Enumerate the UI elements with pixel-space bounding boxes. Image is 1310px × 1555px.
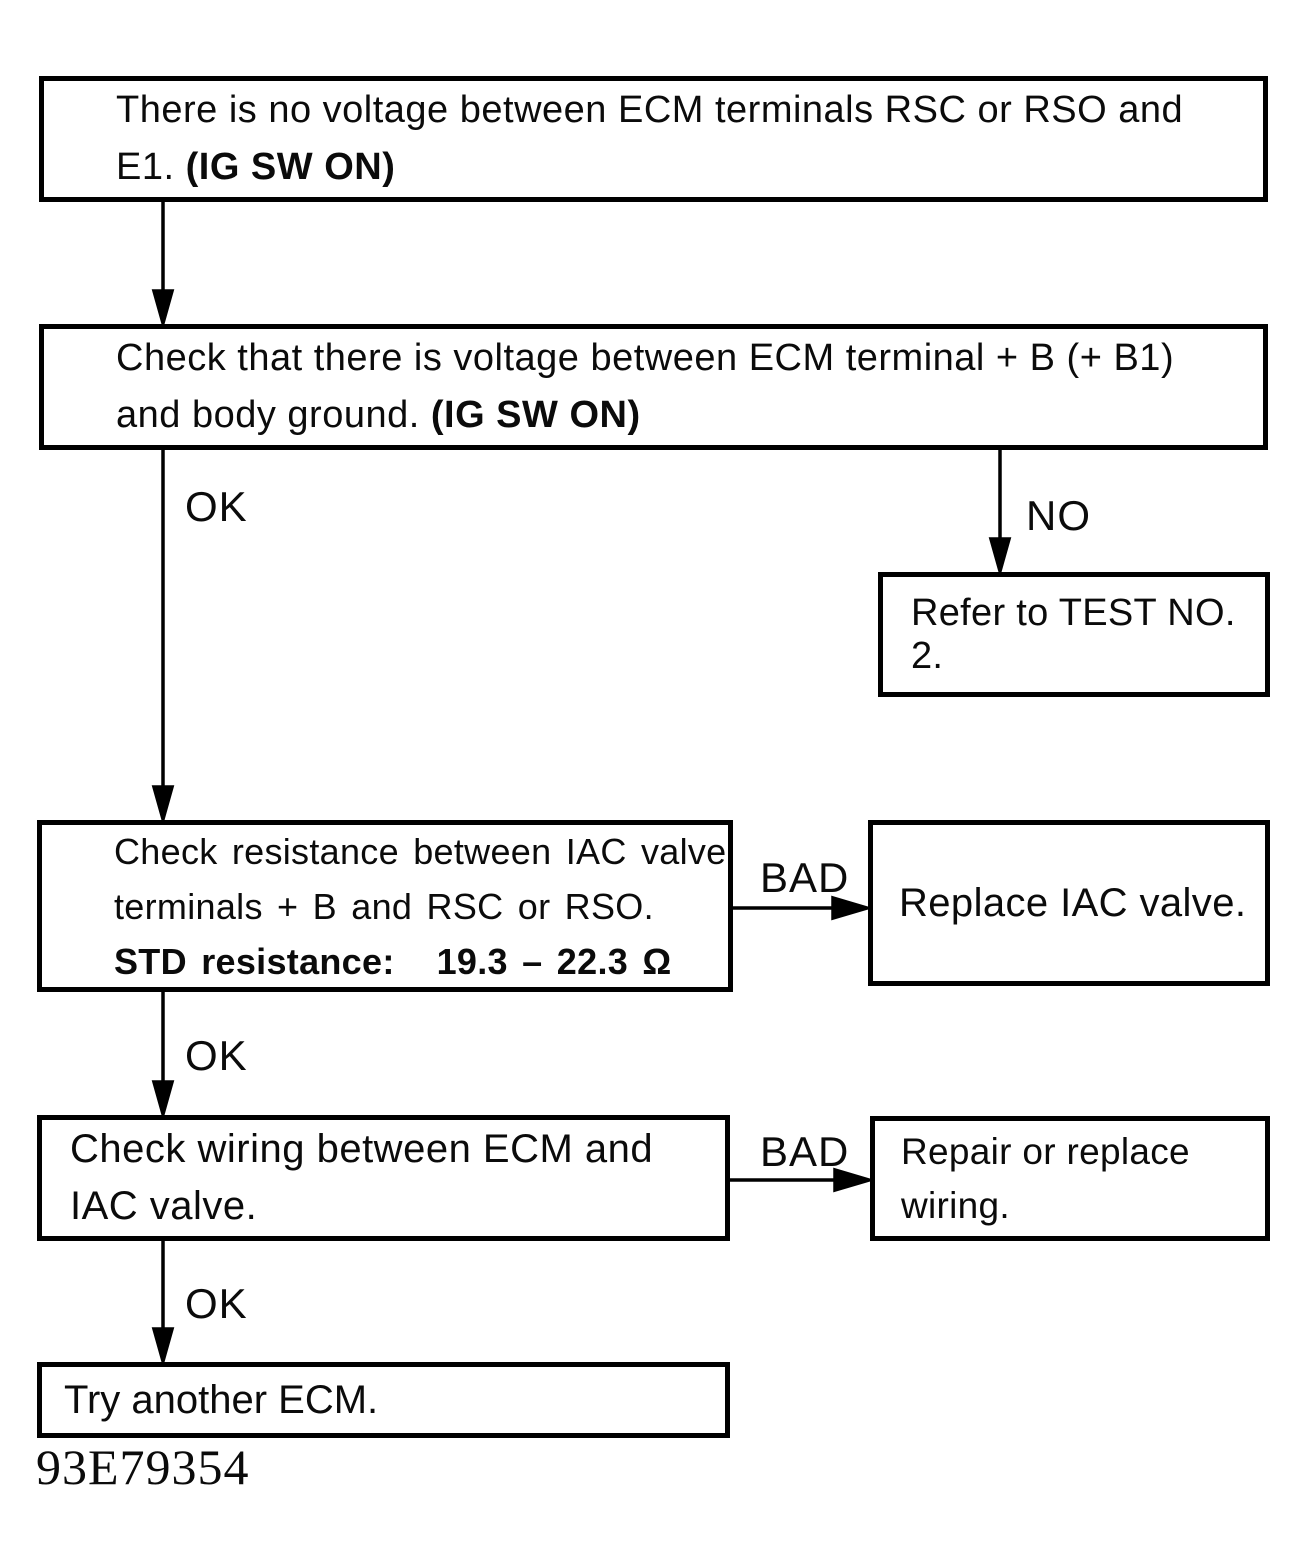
box-text-line: Check that there is voltage between ECM … bbox=[116, 337, 1175, 379]
box-text-line: Replace IAC valve. bbox=[899, 880, 1247, 925]
arrowhead-right-icon bbox=[831, 895, 874, 921]
flow-box-check-wiring: Check wiring between ECM and IAC valve. bbox=[37, 1115, 730, 1241]
box-text-line: Refer to TEST NO. 2. bbox=[911, 591, 1236, 677]
box-text-line: E1. (IG SW ON) bbox=[116, 146, 396, 188]
flow-box-check-voltage: Check that there is voltage between ECM … bbox=[39, 324, 1268, 450]
flow-box-refer-test: Refer to TEST NO. 2. bbox=[878, 572, 1270, 697]
edge-label-bad-2: BAD bbox=[760, 1128, 850, 1175]
box-text-line: Repair or replace bbox=[901, 1130, 1190, 1172]
box-text-line: Try another ECM. bbox=[64, 1377, 379, 1422]
box-text-line: Check resistance between IAC valve bbox=[114, 830, 727, 872]
edge-label-ok-3: OK bbox=[185, 1280, 248, 1327]
arrowhead-right-icon bbox=[833, 1167, 876, 1193]
std-resistance-line: STD resistance:19.3 – 22.3 Ω bbox=[114, 940, 672, 982]
flow-box-repair-wiring: Repair or replace wiring. bbox=[870, 1116, 1270, 1241]
flow-box-try-ecm: Try another ECM. bbox=[37, 1362, 730, 1438]
box-text-line: and body ground. (IG SW ON) bbox=[116, 394, 641, 436]
box-text-line: Check wiring between ECM and bbox=[70, 1127, 654, 1171]
arrowhead-down-icon bbox=[151, 1080, 175, 1121]
flow-box-replace-iac: Replace IAC valve. bbox=[868, 820, 1270, 986]
arrowhead-down-icon bbox=[151, 289, 175, 330]
arrowhead-down-icon bbox=[151, 1327, 175, 1368]
flow-box-check-resistance: Check resistance between IAC valve termi… bbox=[37, 820, 733, 992]
edge-label-ok-2: OK bbox=[185, 1032, 248, 1079]
box-text-line: There is no voltage between ECM terminal… bbox=[116, 89, 1184, 131]
edge-label-no: NO bbox=[1026, 492, 1091, 539]
arrowhead-down-icon bbox=[988, 537, 1012, 578]
edge-label-bad-1: BAD bbox=[760, 854, 850, 901]
arrowhead-down-icon bbox=[151, 785, 175, 826]
edge-label-ok-1: OK bbox=[185, 483, 248, 530]
box-text-line: wiring. bbox=[901, 1184, 1011, 1226]
figure-code: 93E79354 bbox=[36, 1439, 250, 1495]
box-text-line: terminals + B and RSC or RSO. bbox=[114, 885, 654, 927]
flow-box-problem-statement: There is no voltage between ECM terminal… bbox=[39, 76, 1268, 202]
box-text-line: IAC valve. bbox=[70, 1184, 258, 1228]
